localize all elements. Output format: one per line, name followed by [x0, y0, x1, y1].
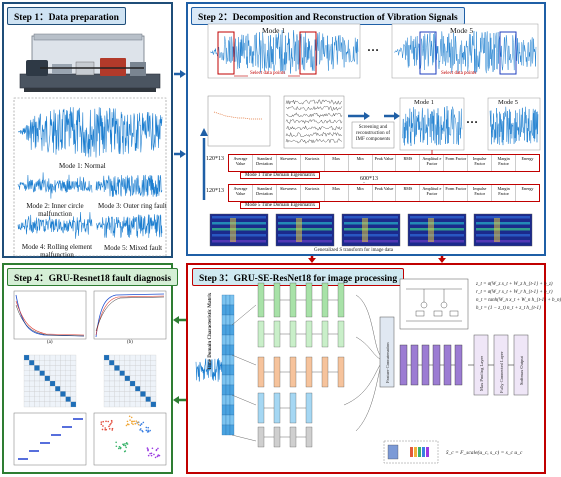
select-box-right-5 — [499, 31, 517, 75]
mode1-signal-title: Mode 1 — [262, 26, 286, 35]
mixed-fault-signal — [96, 214, 163, 238]
feature-0: Average Value — [229, 185, 253, 201]
gru-equations: z_t = σ(W_z x_t + W_z h_{t-1} + b_z) r_t… — [476, 281, 561, 313]
feature-9: Form Factor — [444, 155, 469, 171]
mode5-reconstructed — [489, 106, 539, 146]
mode1-label: Mode 1: Normal — [59, 162, 106, 170]
size-label-c: 600*13 — [360, 176, 378, 182]
input-signal — [195, 358, 225, 382]
mode5-signal-title: Mode 5 — [450, 26, 474, 35]
softmax-label: Softmax Output — [519, 356, 524, 385]
prediction-plot — [13, 412, 87, 466]
eq-n: n_t = tanh(W_n x_t + W_n h_{t-1} + b_n) — [476, 298, 561, 303]
feature-10: Impulse Factor — [468, 185, 493, 201]
mode4-label: Mode 4: Rolling element malfunction — [21, 243, 93, 259]
feature-12: Energy — [521, 186, 534, 191]
step1-panel: Step 1：Data preparation Mode 1: Normal M… — [2, 2, 173, 259]
feature-6: Peak Value — [373, 155, 397, 171]
step1-graphics — [13, 33, 167, 257]
select-points-label-5: Select data points — [441, 71, 477, 76]
feature-concat-block — [379, 316, 395, 388]
test-rig-image — [19, 33, 161, 92]
feature-4: Max — [325, 185, 349, 201]
step4-panel: Step 4：GRU-Resnet18 fault diagnosis (a) … — [2, 263, 179, 474]
mode5-raw-signal — [393, 31, 537, 74]
feature-5: Min — [349, 155, 373, 171]
normal-signal — [18, 107, 163, 158]
size-label-a: 120*13 — [206, 156, 224, 162]
matrix-label: Time Domain Characteristic Matrix — [208, 292, 213, 370]
feature-8: Amplitud e Factor — [420, 155, 445, 171]
confusion-matrix-right — [103, 354, 157, 408]
eq-z: z_t = σ(W_z x_t + W_z h_{t-1} + b_z) — [476, 282, 553, 287]
se-equation: x̃_c = F_scale(u_c, s_c) = s_c u_c — [446, 450, 523, 456]
feature-12: Energy — [521, 156, 534, 161]
select-box-right — [299, 31, 317, 75]
chart-b-label: (b) — [127, 340, 133, 345]
concat-label: Feature Concatenation — [385, 342, 390, 383]
step3-panel: Step 3：GRU-SE-ResNet18 for image process… — [186, 263, 561, 474]
mode5-recon-title: Mode 5 — [498, 99, 519, 106]
feature-3: Kurtosis — [301, 155, 325, 171]
ellipsis-mid: … — [466, 112, 478, 126]
mode3-label: Mode 3: Outer ring fault — [98, 202, 167, 210]
feature-7: RMS — [396, 185, 421, 201]
select-box-left — [217, 31, 235, 75]
gst-caption: Generalized S transform for image data — [314, 248, 393, 253]
step2-panel: Step 2：Decomposition and Reconstruction … — [186, 2, 546, 256]
eq-r: r_t = σ(W_r x_t + W_r h_{t-1} + b_r) — [476, 290, 553, 295]
rolling-fault-signal — [17, 211, 93, 239]
mode1-reconstructed — [401, 106, 463, 147]
feature-0: Average Value — [229, 155, 253, 171]
emd-plot — [207, 95, 271, 147]
step2-graphics — [200, 23, 541, 247]
step4-title: Step 4：GRU-Resnet18 fault diagnosis — [7, 268, 179, 286]
mode1-raw-signal — [210, 30, 359, 74]
feature-5: Min — [349, 185, 373, 201]
table5-caption: Mode 5 Time Domain Eigenmatrix — [240, 202, 321, 209]
select-points-label: Select data points — [250, 71, 286, 76]
feature-1: Standard Deviation — [253, 155, 277, 171]
step4-graphics — [13, 290, 167, 466]
feature-10: Impulse Factor — [468, 155, 493, 171]
chart-a-label: (a) — [47, 340, 53, 345]
characteristic-matrix — [221, 294, 235, 436]
feature-9: Form Factor — [444, 185, 469, 201]
confusion-matrix-left — [23, 354, 77, 408]
feature-11: Margin Factor — [492, 185, 517, 201]
feature-1: Standard Deviation — [253, 185, 277, 201]
feature-2: Skewness — [277, 185, 301, 201]
select-box-left-5 — [419, 31, 437, 75]
mode5-label: Mode 5: Mixed fault — [104, 244, 163, 252]
feature-7: RMS — [396, 155, 421, 171]
fc-label: Fully Connected Layer — [499, 351, 504, 394]
feature-11: Margin Factor — [492, 155, 517, 171]
loss-chart — [13, 290, 87, 340]
feature-4: Max — [325, 155, 349, 171]
feature-8: Amplitud e Factor — [420, 185, 445, 201]
feature-6: Peak Value — [373, 185, 397, 201]
inner-fault-signal — [17, 172, 93, 199]
step3-title: Step 3：GRU-SE-ResNet18 for image process… — [192, 268, 405, 286]
outer-fault-signal — [95, 174, 163, 198]
gru-cell-diagram — [399, 278, 469, 330]
eq-h: h_t = (1 − z_t) n_t + z_t h_{t-1} — [476, 306, 541, 311]
ellipsis-top: … — [367, 40, 379, 54]
imf-stack — [283, 95, 345, 149]
mode1-recon-title: Mode 1 — [414, 99, 435, 106]
screening-label: Screening and reconstruction of IMF comp… — [355, 125, 391, 142]
se-block — [383, 440, 439, 464]
feature-3: Kurtosis — [301, 185, 325, 201]
step1-title: Step 1：Data preparation — [7, 7, 126, 25]
size-label-b: 120*13 — [206, 188, 224, 194]
table1-caption: Mode 1 Time Domain Eigenmatrix — [240, 172, 321, 179]
feature-2: Skewness — [277, 155, 301, 171]
mode2-label: Mode 2: Inner circle malfunction — [26, 202, 84, 218]
step3-graphics — [195, 278, 529, 464]
accuracy-chart — [93, 290, 167, 340]
maxpool-label: Max Pooling Layer — [479, 356, 484, 391]
